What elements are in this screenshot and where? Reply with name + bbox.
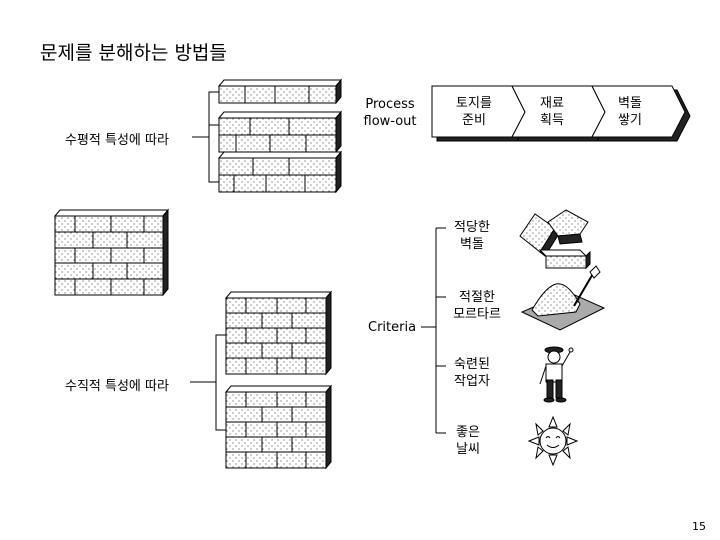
vertical-label: 수직적 특성에 따라 <box>65 379 169 394</box>
criteria-item-1-line2: 벽돌 <box>460 237 484 252</box>
process-step-3-line2: 쌓기 <box>618 113 642 128</box>
process-step-1-line1: 토지를 <box>456 96 492 111</box>
process-step-2: 재료 획득 <box>522 95 582 129</box>
criteria-item-3-line2: 작업자 <box>454 374 490 389</box>
page-number: 15 <box>692 520 706 533</box>
criteria-item-3-line1: 숙련된 <box>454 357 490 372</box>
criteria-label: Criteria <box>368 320 417 335</box>
criteria-tree <box>421 227 446 434</box>
process-step-1-line2: 준비 <box>462 113 486 128</box>
process-label: Process flow-out <box>358 96 422 130</box>
process-step-3: 벽돌 쌓기 <box>600 95 660 129</box>
criteria-item-4-line2: 날씨 <box>456 442 480 457</box>
process-step-3-line1: 벽돌 <box>618 96 642 111</box>
criteria-item-1-line1: 적당한 <box>454 220 490 235</box>
criteria-item-2-line1: 적절한 <box>459 290 495 305</box>
criteria-item-2: 적절한 모르타르 <box>442 289 512 323</box>
criteria-item-4-line1: 좋은 <box>456 425 480 440</box>
brick-row-top <box>217 78 343 105</box>
brick-row-middle <box>217 110 343 154</box>
process-chevrons <box>431 85 691 142</box>
criteria-item-2-line2: 모르타르 <box>453 307 501 322</box>
vertical-bracket <box>190 334 226 431</box>
process-label-line1: Process <box>365 97 415 112</box>
process-label-line2: flow-out <box>363 114 417 129</box>
criteria-item-3: 숙련된 작업자 <box>444 356 500 390</box>
criteria-item-4: 좋은 날씨 <box>444 424 492 458</box>
vertical-brick-wall-top <box>224 290 333 376</box>
horizontal-label: 수평적 특성에 따라 <box>65 133 169 148</box>
criteria-item-1: 적당한 벽돌 <box>444 219 500 253</box>
bricks-icon <box>519 209 591 270</box>
brick-row-bottom <box>217 150 343 194</box>
vertical-brick-wall-bottom <box>224 384 333 470</box>
horizontal-brick-wall <box>192 78 343 194</box>
whole-brick-wall <box>53 208 170 297</box>
sun-icon <box>527 415 579 467</box>
process-step-1: 토지를 준비 <box>444 95 504 129</box>
process-step-2-line1: 재료 <box>540 96 564 111</box>
process-step-2-line2: 획득 <box>540 113 564 128</box>
worker-icon <box>539 346 574 403</box>
mortar-pile-icon <box>520 265 606 331</box>
page-title: 문제를 분해하는 방법들 <box>40 42 227 64</box>
